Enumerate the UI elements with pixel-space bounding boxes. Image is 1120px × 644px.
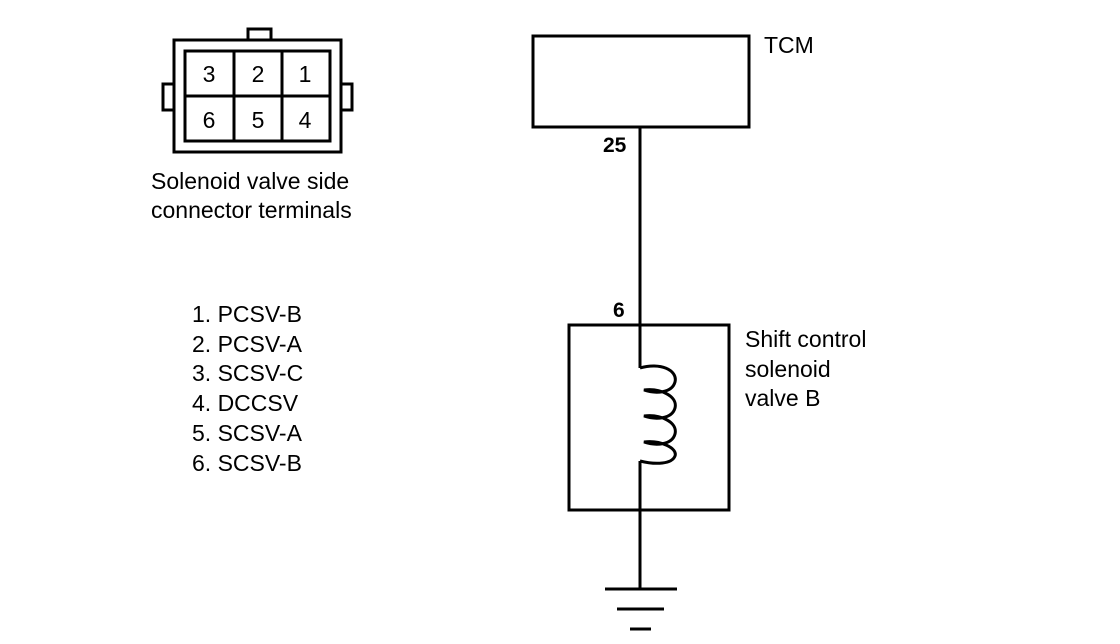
connector-caption: connector terminals	[151, 197, 352, 223]
solenoid-label: valve B	[745, 385, 820, 411]
tcm-box	[531, 34, 751, 129]
connector-caption: Solenoid valve side	[151, 168, 349, 194]
solenoid-label: solenoid	[745, 356, 831, 382]
legend-item: 1. PCSV-B	[192, 301, 302, 327]
ground-icon	[605, 587, 677, 631]
solenoid-label: Shift control	[745, 326, 866, 352]
connector-face: 3 2 1 6 5 4	[161, 27, 354, 154]
legend-item: 4. DCCSV	[192, 390, 299, 416]
solenoid-box	[567, 323, 731, 512]
terminal-legend: 1. PCSV-B 2. PCSV-A 3. SCSV-C 4. DCCSV 5…	[192, 301, 303, 476]
solenoid-pin-number: 6	[613, 299, 625, 322]
legend-item: 6. SCSV-B	[192, 450, 302, 476]
connector-right-tab	[339, 82, 354, 112]
connector-pin-label: 1	[299, 61, 312, 87]
connector-pin-label: 4	[299, 107, 312, 133]
connector-pin-label: 2	[252, 61, 265, 87]
legend-item: 3. SCSV-C	[192, 360, 303, 386]
connector-pin-label: 5	[252, 107, 265, 133]
legend-item: 5. SCSV-A	[192, 420, 303, 446]
tcm-label: TCM	[764, 32, 814, 58]
legend-item: 2. PCSV-A	[192, 331, 303, 357]
tcm-pin-number: 25	[603, 134, 627, 157]
connector-pin-label: 3	[203, 61, 216, 87]
connector-pin-label: 6	[203, 107, 216, 133]
solenoid-coil-icon	[639, 364, 677, 465]
connector-latch	[246, 27, 273, 42]
connector-left-tab	[161, 82, 176, 112]
